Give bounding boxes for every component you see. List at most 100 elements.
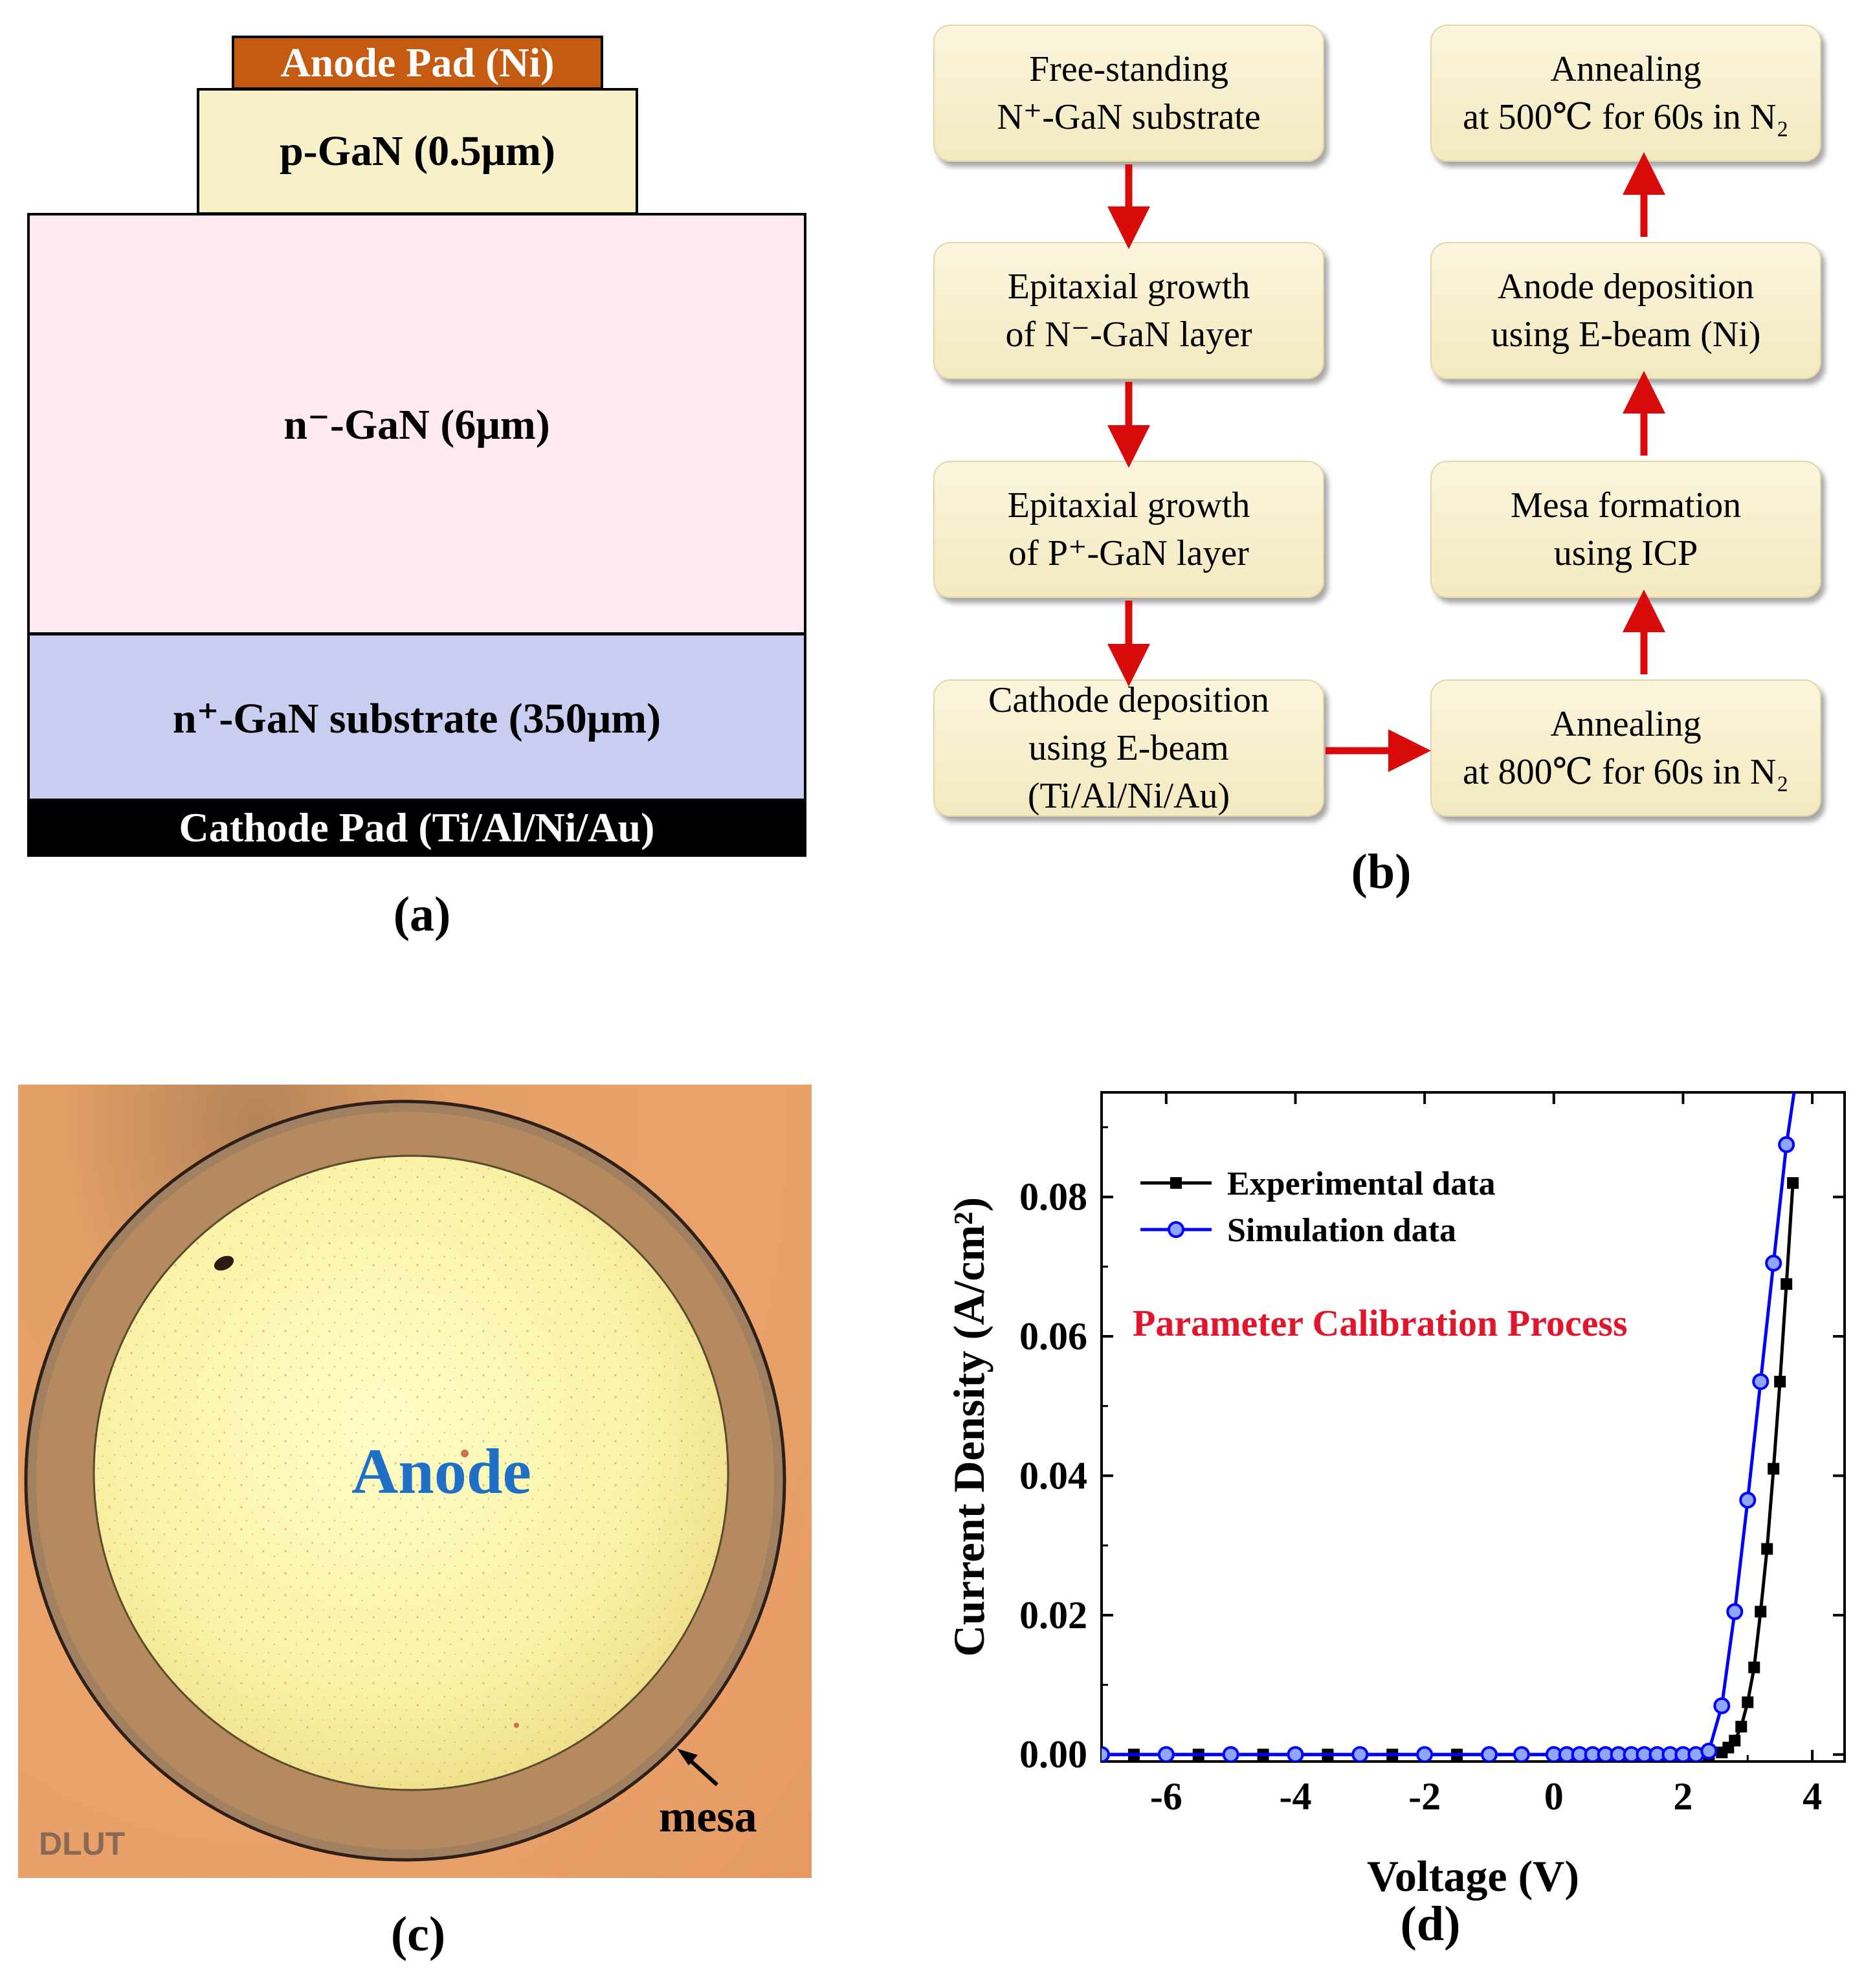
data-point [1755, 1606, 1767, 1618]
caption-c: (c) [390, 1907, 446, 1961]
flow-step-4-line3: (Ti/Al/Ni/Au) [1027, 776, 1230, 816]
data-point [1480, 1746, 1498, 1762]
calibration-annotation: Parameter Calibration Process [1133, 1302, 1628, 1344]
data-point [1752, 1373, 1770, 1390]
legend-marker [1168, 1221, 1184, 1238]
caption-a: (a) [393, 887, 451, 942]
data-point [1765, 1254, 1782, 1272]
chart-series [1102, 1074, 1803, 1762]
dlut-watermark: DLUT [39, 1826, 126, 1862]
defect-spot [214, 1255, 234, 1271]
flow-step-7-line1: Anode deposition [1497, 267, 1755, 307]
data-point [1774, 1375, 1786, 1387]
flow-step-3-line2: of P⁺-GaN layer [1008, 533, 1249, 573]
flow-step-5: Annealing at 800℃ for 60s in N₂ [1430, 679, 1821, 817]
micrograph: Anode mesa DLUT [18, 1085, 812, 1878]
x-tick-label: 0 [1544, 1775, 1564, 1818]
x-tick-label: 2 [1673, 1775, 1692, 1818]
flow-step-4-line1: Cathode deposition [988, 680, 1269, 720]
n-plus-substrate-layer: n⁺-GaN substrate (350μm) [27, 633, 806, 802]
data-point [1768, 1463, 1780, 1475]
plot-frame [1100, 1091, 1846, 1763]
flow-step-6-line2: using ICP [1553, 533, 1698, 573]
flow-step-5-line1: Annealing [1550, 704, 1702, 744]
data-point [1789, 1074, 1803, 1085]
data-point [1748, 1661, 1760, 1673]
p-gan-layer: p-GaN (0.5μm) [197, 88, 638, 215]
data-point [1729, 1734, 1741, 1747]
flow-step-2-line2: of N⁻-GaN layer [1005, 315, 1252, 355]
y-tick-label: 0.00 [1019, 1733, 1087, 1776]
caption-d: (d) [1400, 1897, 1461, 1951]
flow-step-8-line1: Annealing [1550, 49, 1702, 89]
flow-step-2: Epitaxial growth of N⁻-GaN layer [933, 242, 1324, 379]
flow-step-1-line1: Free-standing [1029, 49, 1228, 89]
flow-step-7-line2: using E-beam (Ni) [1491, 315, 1761, 355]
defect-dot [461, 1450, 469, 1457]
data-point [1781, 1278, 1793, 1290]
flow-step-1-line2: N⁺-GaN substrate [997, 97, 1261, 137]
data-point [1735, 1721, 1748, 1733]
cathode-pad-label: Cathode Pad (Ti/Al/Ni/Au) [179, 804, 655, 850]
data-point [1726, 1603, 1744, 1620]
data-point [1778, 1136, 1795, 1153]
y-tick-label: 0.06 [1019, 1315, 1087, 1358]
x-tick-label: -4 [1279, 1775, 1311, 1818]
flow-step-4-line2: using E-beam [1028, 728, 1229, 768]
data-point [1102, 1746, 1110, 1762]
micrograph-drawing [24, 1099, 786, 1862]
x-axis-label: Voltage (V) [1367, 1851, 1579, 1901]
data-point [1351, 1746, 1369, 1762]
n-plus-substrate-label: n⁺-GaN substrate (350μm) [172, 694, 661, 742]
legend-marker [1170, 1177, 1182, 1189]
series-1 [1102, 1177, 1799, 1761]
flow-step-6: Mesa formation using ICP [1430, 461, 1821, 598]
data-point [1739, 1492, 1757, 1509]
caption-b: (b) [1351, 845, 1412, 899]
x-tick-label: 4 [1803, 1775, 1822, 1818]
anode-pad-layer: Anode Pad (Ni) [232, 36, 603, 90]
flow-step-8: Annealing at 500℃ for 60s in N₂ [1430, 25, 1821, 162]
flow-step-5-line2: at 800℃ for 60s in N₂ [1463, 752, 1789, 792]
cathode-pad-layer: Cathode Pad (Ti/Al/Ni/Au) [27, 799, 806, 857]
data-point [1513, 1746, 1530, 1762]
x-tick-label: -6 [1150, 1775, 1182, 1818]
flow-step-1: Free-standing N⁺-GaN substrate [933, 25, 1324, 162]
y-tick-label: 0.02 [1019, 1594, 1087, 1637]
data-point [1742, 1696, 1754, 1708]
mesa-label: mesa [659, 1792, 757, 1842]
data-point [1787, 1177, 1799, 1189]
flow-step-6-line1: Mesa formation [1510, 485, 1742, 525]
n-minus-gan-layer: n⁻-GaN (6μm) [27, 213, 806, 635]
data-point [1287, 1746, 1304, 1762]
y-tick-label: 0.08 [1019, 1176, 1087, 1219]
defect-dot [514, 1723, 519, 1728]
flow-step-7: Anode deposition using E-beam (Ni) [1430, 242, 1821, 379]
series-line [1102, 1182, 1795, 1756]
flow-step-3-line1: Epitaxial growth [1007, 485, 1250, 525]
y-axis-label: Current Density (A/cm²) [944, 1197, 993, 1657]
anode-speckle [95, 1157, 727, 1789]
data-point [1222, 1746, 1239, 1762]
legend-label: Simulation data [1227, 1212, 1456, 1249]
series-2 [1102, 1074, 1803, 1762]
flow-step-3: Epitaxial growth of P⁺-GaN layer [933, 461, 1324, 598]
anode-pad-label: Anode Pad (Ni) [280, 39, 555, 85]
n-minus-gan-label: n⁻-GaN (6μm) [283, 401, 550, 448]
data-point [1157, 1746, 1175, 1762]
data-point [1713, 1697, 1731, 1714]
anode-label: Anode [351, 1435, 531, 1507]
x-tick-label: -2 [1408, 1775, 1441, 1818]
mesa-arrow-head [677, 1749, 698, 1765]
legend-label: Experimental data [1227, 1165, 1496, 1202]
flow-step-4: Cathode deposition using E-beam (Ti/Al/N… [933, 679, 1324, 817]
p-gan-label: p-GaN (0.5μm) [279, 127, 556, 175]
flow-step-2-line1: Epitaxial growth [1007, 267, 1250, 307]
flow-step-8-line2: at 500℃ for 60s in N₂ [1463, 97, 1789, 137]
data-point [1416, 1746, 1434, 1762]
y-tick-label: 0.04 [1019, 1454, 1087, 1497]
data-point [1761, 1543, 1773, 1555]
